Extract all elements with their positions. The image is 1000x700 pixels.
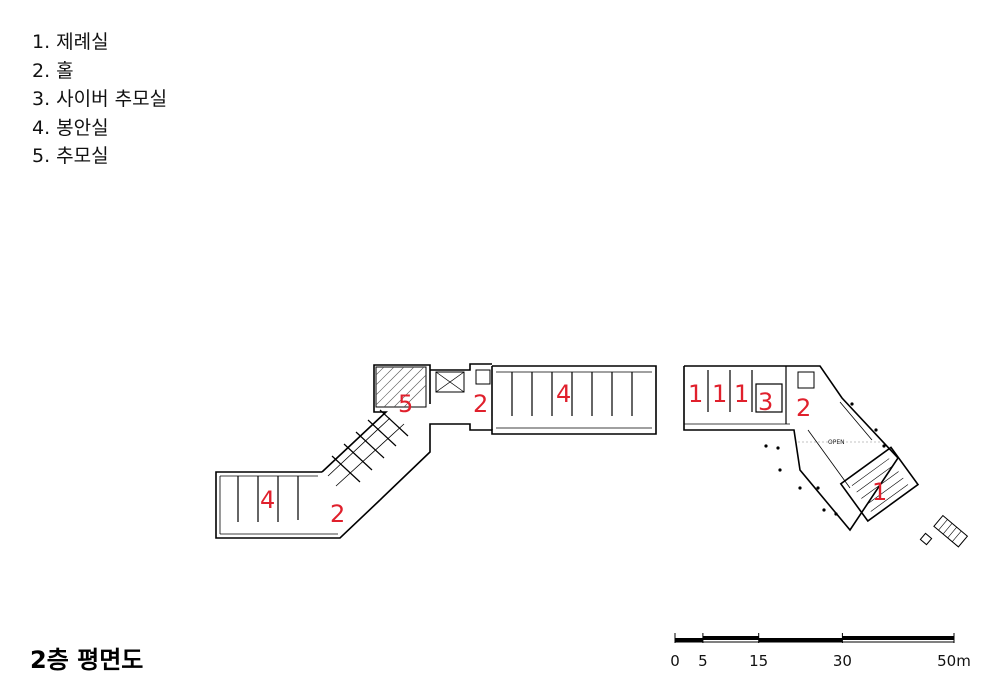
room-number-ritual-1a: 1 <box>688 380 703 408</box>
column-dots <box>764 402 886 516</box>
scale-bar-segment <box>758 638 843 642</box>
room-number-east-2: 2 <box>796 394 811 422</box>
legend: 1. 제례실 2. 홀 3. 사이버 추모실 4. 봉안실 5. 추모실 <box>32 28 167 171</box>
scale-bar-segment <box>702 636 759 640</box>
room-number-ritual-1c: 1 <box>734 380 749 408</box>
room-numbers: 4 2 5 2 4 1 1 1 3 2 1 <box>260 380 887 528</box>
scale-bar-label: 15 <box>749 652 768 670</box>
room-number-chapel-5: 5 <box>398 390 413 418</box>
drawing-title: 2층 평면도 <box>30 646 144 674</box>
legend-item-ritual-room: 1. 제례실 <box>32 31 109 53</box>
scale-bar-label: 50m <box>937 652 971 670</box>
room-number-cyber-3: 3 <box>758 388 773 416</box>
open-label: OPEN <box>828 439 845 446</box>
legend-item-hall: 2. 홀 <box>32 59 74 82</box>
scale-bar-segment <box>842 636 954 640</box>
room-number-west-4: 4 <box>260 486 275 514</box>
room-number-ritual-1d: 1 <box>872 478 887 506</box>
floor-plan-walls <box>215 363 969 548</box>
legend-item-columbarium: 4. 봉안실 <box>32 116 109 139</box>
scale-bar-label: 0 <box>670 652 680 670</box>
scale-bar-label: 5 <box>698 652 708 670</box>
scale-bar-segment <box>675 638 703 642</box>
scale-bar-label: 30 <box>833 652 852 670</box>
legend-item-cyber-memorial: 3. 사이버 추모실 <box>32 88 168 110</box>
room-number-center-2: 2 <box>473 390 488 418</box>
room-number-ritual-1b: 1 <box>712 380 727 408</box>
room-number-west-2: 2 <box>330 500 345 528</box>
legend-item-memorial-room: 5. 추모실 <box>32 145 109 167</box>
room-number-center-4: 4 <box>556 380 571 408</box>
